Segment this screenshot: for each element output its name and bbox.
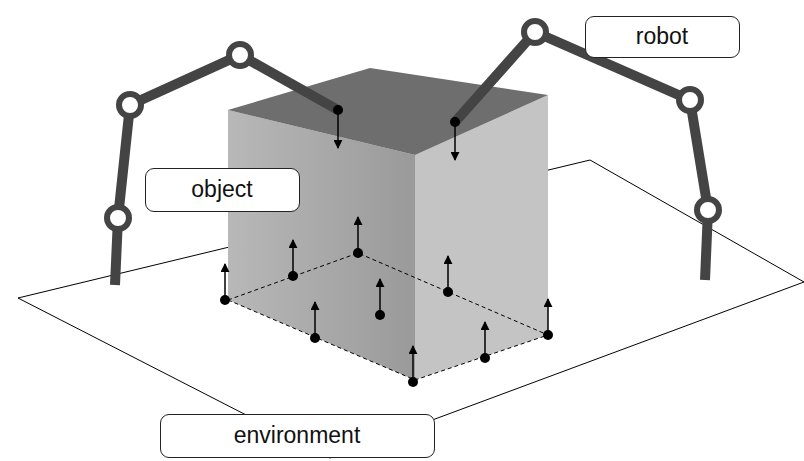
label-text: object <box>191 177 252 202</box>
force-arrow <box>379 279 381 313</box>
arm-link <box>115 55 338 285</box>
arm-joint <box>679 89 701 111</box>
force-arrow <box>454 124 456 160</box>
arm-joint <box>697 199 719 221</box>
label-box: object <box>145 168 300 212</box>
object-top-face <box>228 68 548 155</box>
force-arrow <box>292 240 294 274</box>
arm-joint <box>229 44 251 66</box>
label-text: environment <box>234 423 361 448</box>
label-text: robot <box>636 24 688 49</box>
force-arrow <box>447 256 449 290</box>
contact-forces <box>220 112 553 387</box>
force-arrow <box>547 299 549 333</box>
force-arrow <box>314 302 316 336</box>
force-arrow <box>484 322 486 356</box>
arm-joint <box>107 207 129 229</box>
arm-joint <box>524 21 546 43</box>
base-edge <box>228 300 548 380</box>
robot-arms <box>107 21 719 285</box>
hidden-edge <box>228 253 548 335</box>
arm-joint <box>119 94 141 116</box>
arm-link <box>455 32 708 280</box>
label-box: robot <box>585 16 740 58</box>
force-arrow <box>357 217 359 251</box>
force-arrow <box>412 346 414 380</box>
label-box: environment <box>160 414 435 458</box>
force-arrow <box>337 112 339 148</box>
force-arrow <box>224 264 226 298</box>
